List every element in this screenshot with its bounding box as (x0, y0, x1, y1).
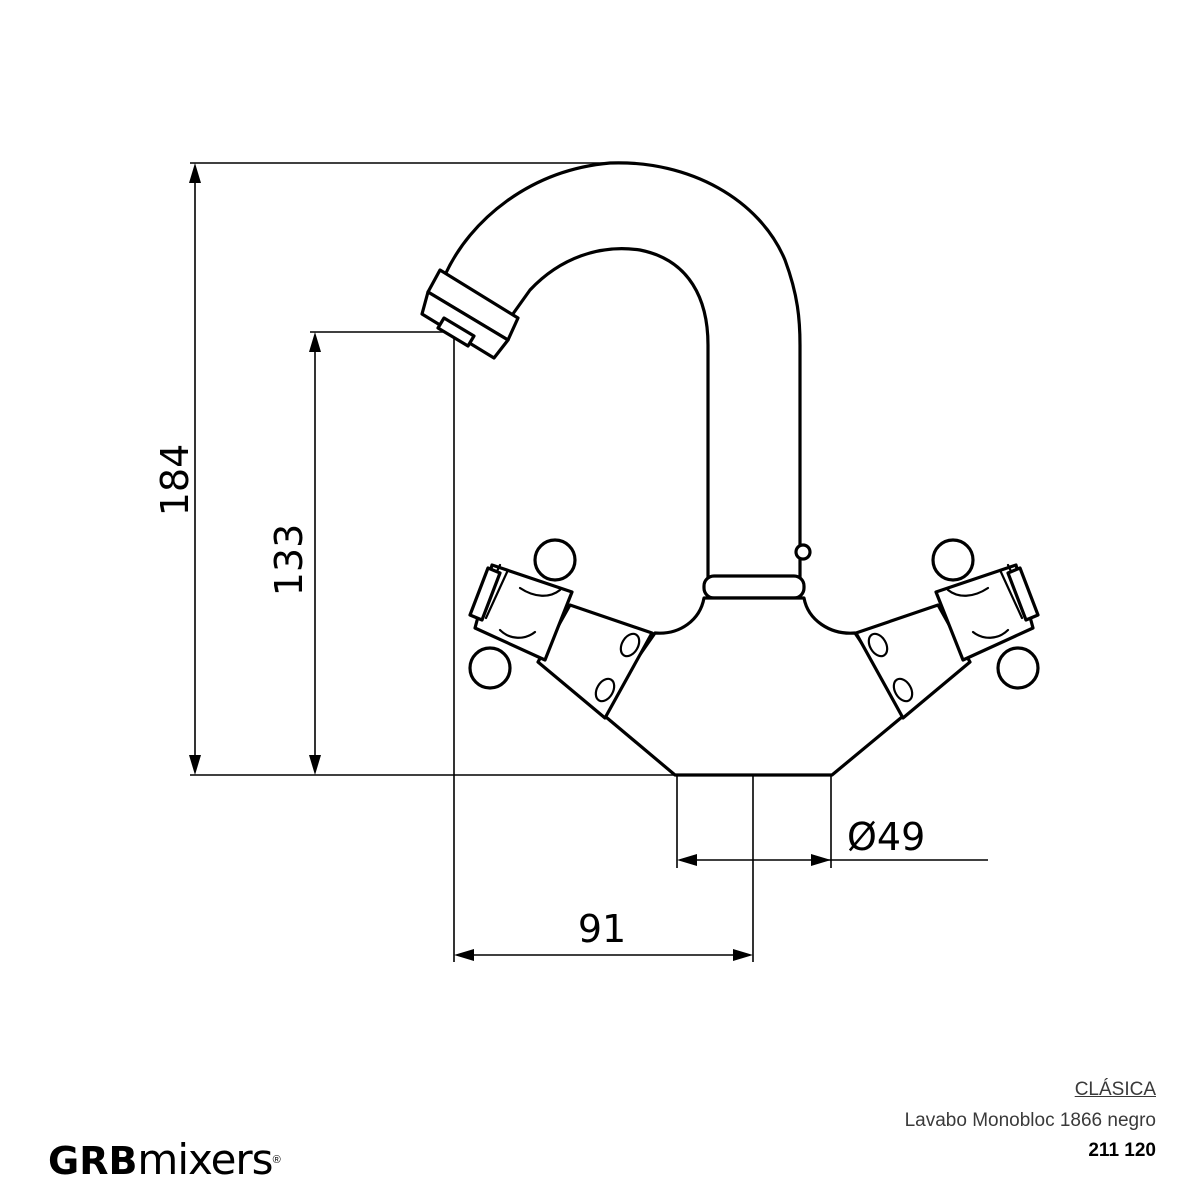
logo-sub: mixers (137, 1135, 273, 1184)
label-base-diameter: Ø49 (847, 815, 925, 859)
body (598, 596, 910, 777)
label-spout-reach: 91 (578, 907, 626, 951)
collar-ring (702, 574, 806, 600)
left-handle-bottom-knob (468, 646, 512, 690)
label-total-height: 184 (153, 444, 197, 517)
dimension-spout-reach: 91 (453, 334, 754, 962)
logo-brand: GRB (48, 1139, 138, 1183)
series-name: CLÁSICA (1074, 1079, 1156, 1100)
aerator (420, 268, 520, 360)
left-valve (468, 538, 654, 720)
dimension-base-diameter: Ø49 (676, 775, 988, 868)
product-name: Lavabo Monobloc 1866 negro (904, 1110, 1156, 1131)
logo-registered-mark: ® (272, 1154, 281, 1166)
label-spout-height: 133 (267, 524, 311, 597)
product-code: 211 120 (1088, 1140, 1156, 1161)
spout (443, 161, 802, 582)
left-handle-top-knob (533, 538, 577, 582)
dimension-total-height: 184 (153, 162, 680, 776)
dimension-spout-height: 133 (267, 331, 450, 775)
right-handle-top-knob (931, 538, 975, 582)
right-valve (854, 538, 1040, 720)
brand-logo: GRBmixers® (48, 1135, 281, 1184)
right-handle-bottom-knob (996, 646, 1040, 690)
faucet-illustration (420, 161, 1040, 777)
